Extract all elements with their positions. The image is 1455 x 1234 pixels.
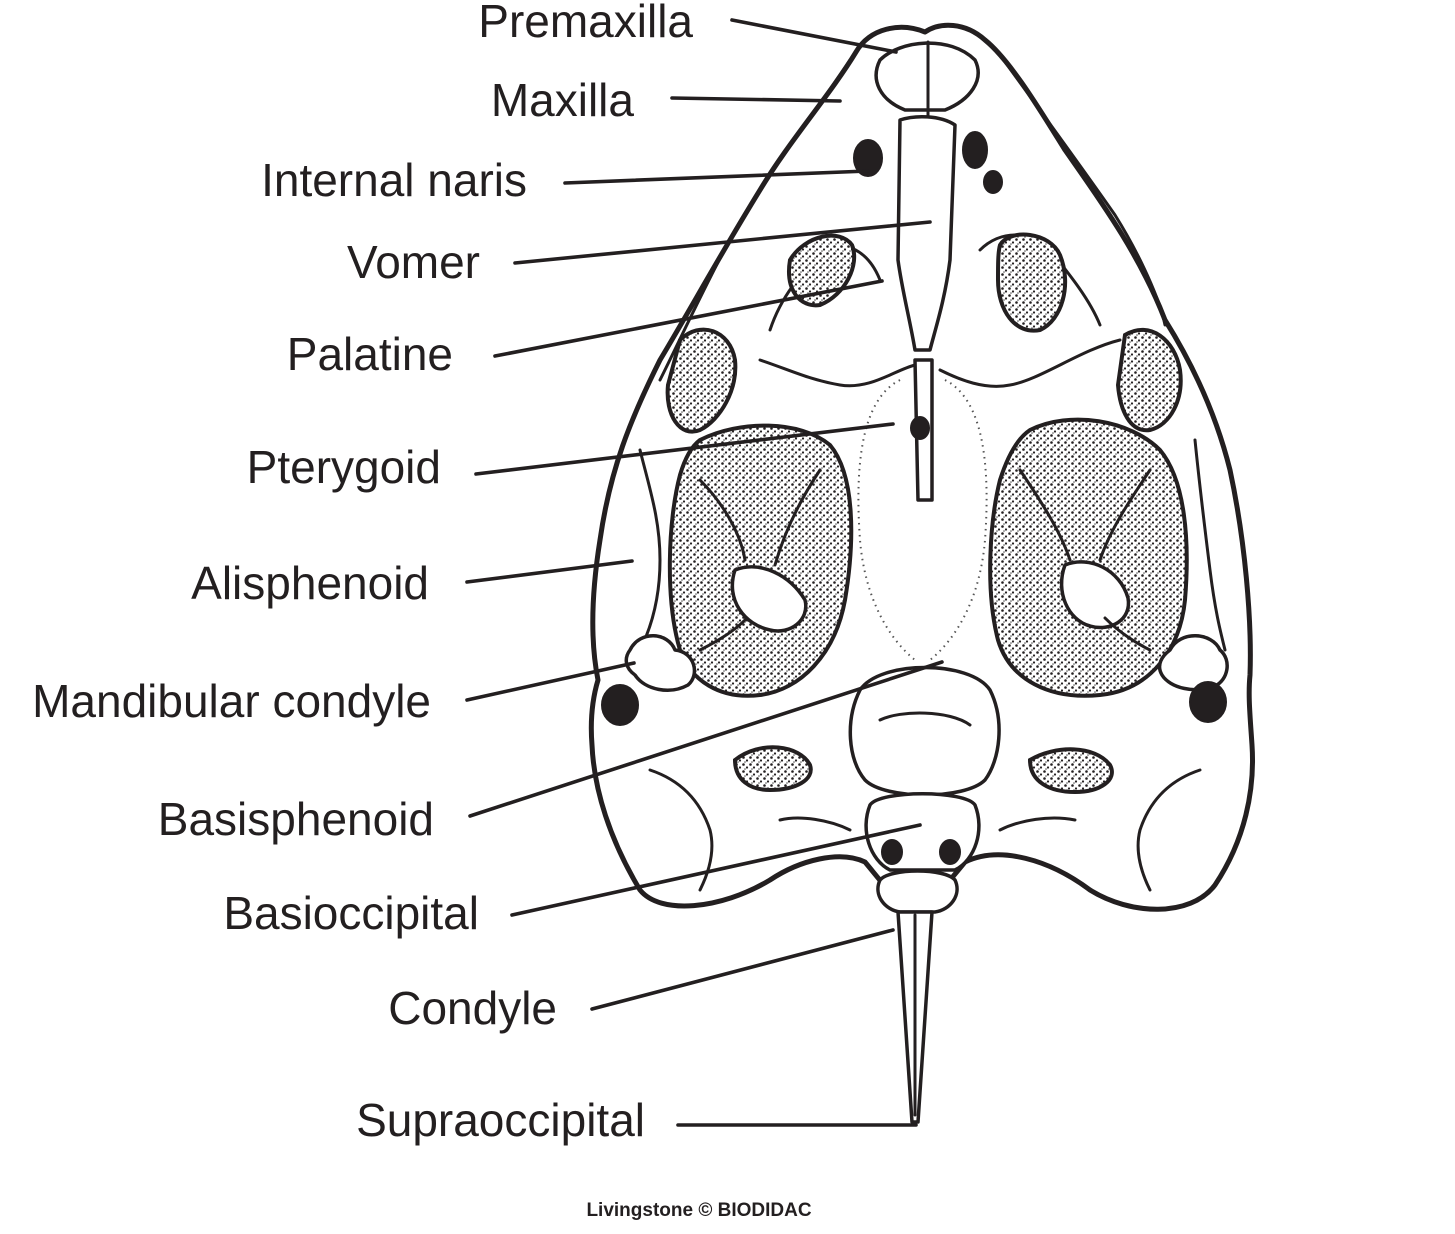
suborbital-fenestra-right (988, 417, 1189, 698)
posterior-sutures (648, 768, 1202, 892)
internal-naris-right (962, 131, 988, 169)
leader-internal-naris (563, 169, 870, 185)
label-premaxilla: Premaxilla (478, 0, 693, 47)
credit-text: Livingstone © BIODIDAC (586, 1200, 811, 1221)
basisphenoid-bone (848, 665, 1001, 797)
label-vomer: Vomer (347, 236, 480, 288)
pterygoid-wing-right (1059, 560, 1131, 630)
side-fossa-right (1115, 328, 1183, 433)
skull-illustration (588, 22, 1255, 1124)
mandibular-condyle-left (601, 634, 697, 726)
label-mandibular-condyle: Mandibular condyle (32, 675, 431, 727)
label-maxilla: Maxilla (491, 74, 635, 126)
internal-naris-left (853, 139, 883, 177)
leader-premaxilla (730, 18, 898, 54)
suborbital-fenestra-left (667, 423, 854, 698)
leader-palatine (493, 279, 884, 358)
label-palatine: Palatine (287, 328, 453, 380)
pterygoid-wing-left (730, 565, 808, 633)
leader-lines (465, 18, 944, 1127)
leader-condyle (590, 928, 895, 1011)
leader-basioccipital (510, 823, 922, 917)
mandibular-condyle-right (1157, 634, 1229, 723)
label-condyle: Condyle (388, 982, 557, 1034)
label-pterygoid: Pterygoid (247, 441, 441, 493)
maxilla-edge-right (998, 53, 1167, 327)
label-basisphenoid: Basisphenoid (158, 793, 434, 845)
otic-fossa-right (1027, 747, 1114, 795)
occipital-condyle (876, 869, 959, 914)
label-internal-naris: Internal naris (261, 154, 527, 206)
labels: Premaxilla Maxilla Internal naris Vomer … (32, 0, 693, 1146)
leader-alisphenoid (465, 559, 634, 584)
label-basioccipital: Basioccipital (223, 887, 479, 939)
leader-pterygoid (474, 422, 895, 476)
leader-basisphenoid (468, 660, 944, 818)
label-supraoccipital: Supraoccipital (356, 1094, 645, 1146)
maxilla-edge-left (658, 58, 852, 382)
label-alisphenoid: Alisphenoid (191, 557, 429, 609)
side-fossa-left (665, 327, 738, 434)
leader-vomer (513, 220, 932, 265)
leader-mandibular-condyle (465, 661, 636, 702)
alisphenoid-sutures (638, 438, 1227, 652)
palatal-fenestra-right (995, 232, 1068, 333)
vomer-bone (896, 114, 957, 352)
otic-fossa-left (732, 745, 813, 793)
pterygoid-sutures (698, 468, 1152, 652)
leader-maxilla (670, 96, 842, 103)
